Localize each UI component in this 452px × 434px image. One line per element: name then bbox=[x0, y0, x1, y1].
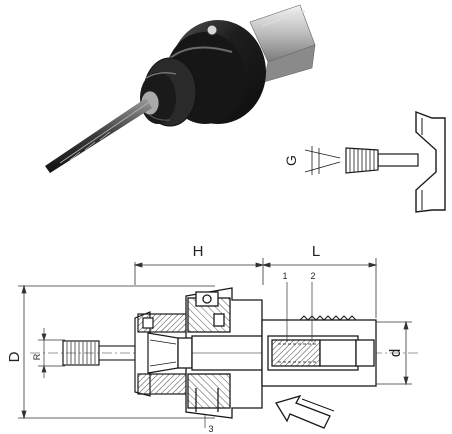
section-collet-nut bbox=[134, 311, 189, 397]
callout-1: 1 bbox=[282, 271, 287, 281]
label-g: G bbox=[283, 155, 299, 166]
section-shank bbox=[261, 315, 377, 387]
dimension-d-inner bbox=[376, 320, 412, 386]
section-drawing: H L D R bbox=[6, 243, 420, 434]
coolant-arrow-icon bbox=[275, 394, 335, 429]
product-photo bbox=[45, 4, 316, 173]
reamer-tool bbox=[45, 98, 152, 173]
callout-2: 2 bbox=[310, 271, 315, 281]
detail-g-view: G bbox=[283, 110, 446, 213]
label-d-inner: d bbox=[387, 349, 404, 357]
section-holder-body bbox=[177, 287, 263, 419]
callouts bbox=[204, 282, 313, 428]
label-l: L bbox=[312, 243, 320, 260]
dimension-h-l bbox=[133, 258, 378, 318]
vdi-shank bbox=[249, 4, 316, 83]
callout-3: 3 bbox=[208, 424, 213, 434]
collet-nut bbox=[139, 57, 197, 127]
label-h: H bbox=[193, 243, 204, 260]
set-screw-icon bbox=[206, 24, 218, 36]
label-r: R bbox=[32, 353, 42, 360]
dimension-d-outer bbox=[18, 284, 215, 420]
label-d-outer: D bbox=[6, 351, 23, 362]
